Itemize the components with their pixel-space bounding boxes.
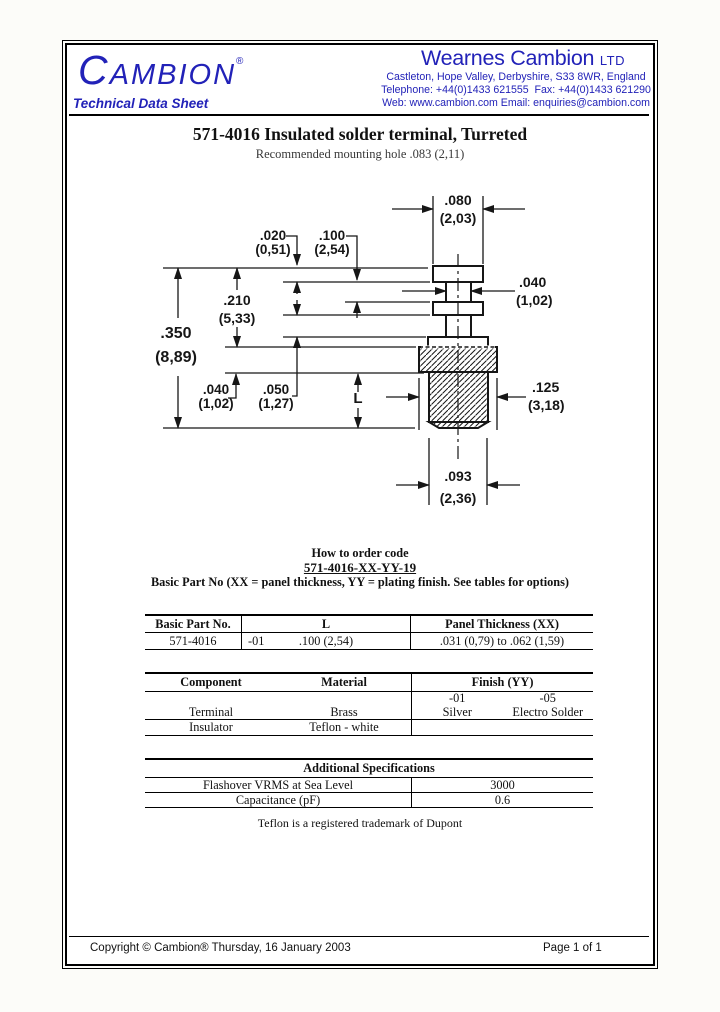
dim-length-label: L <box>353 390 362 407</box>
materials-header-finish: Finish (YY) <box>411 674 593 691</box>
registered-trademark-icon: ® <box>236 56 244 67</box>
material-brass: Brass <box>330 704 358 719</box>
dim-210-mm-label: (5,33) <box>219 310 256 326</box>
finish-electro-solder: Electro Solder <box>512 704 584 719</box>
dim-100-in-label: .100 <box>319 228 345 243</box>
l-dimension-cell: -01 .100 (2,54) <box>241 633 410 649</box>
company-name-line: Wearnes Cambion LTD <box>394 46 652 71</box>
part-table: Basic Part No. L Panel Thickness (XX) 57… <box>145 614 593 650</box>
l-code: -01 <box>248 633 265 648</box>
specs-title: Additional Specifications <box>303 761 435 775</box>
footer-divider <box>69 936 649 937</box>
capacitance-value: 0.6 <box>411 793 593 807</box>
finish-names-cell: Silver Electro Solder <box>411 705 593 719</box>
technical-drawing: .350 (8,89) .210 (5,33) .020 (0,51) .100… <box>155 192 565 506</box>
finish-codes-cell: -01 -05 <box>411 691 593 705</box>
page-border-inner <box>65 43 655 966</box>
dim-040-left-in-label: .040 <box>203 382 229 397</box>
materials-header-row: Component Material Finish (YY) <box>145 674 593 692</box>
footer-page-number: Page 1 of 1 <box>543 942 602 954</box>
trademark-note: Teflon is a registered trademark of Dupo… <box>257 816 463 830</box>
materials-table: Component Material Finish (YY) -01 -05 T… <box>145 672 593 736</box>
materials-header-component: Component <box>180 675 242 689</box>
finish-silver: Silver <box>442 704 472 719</box>
company-suffix: LTD <box>599 53 625 68</box>
component-insulator: Insulator <box>189 720 233 734</box>
logo-letter: C <box>78 47 110 93</box>
finish-code-01: -01 <box>449 691 466 705</box>
dim-050-mm-label: (1,27) <box>258 396 293 411</box>
page-border-outer <box>62 40 658 969</box>
dim-350-mm-label: (8,89) <box>155 349 197 366</box>
tagline: Technical Data Sheet <box>73 96 209 111</box>
dim-040-left-mm-label: (1,02) <box>198 396 233 411</box>
terminal-row: Terminal Brass Silver Electro Solder <box>145 705 593 720</box>
dim-093-in-label: .093 <box>444 468 471 484</box>
company-web: Web: www.cambion.com Email: enquiries@ca… <box>382 97 650 109</box>
part-table-header-panel-thickness: Panel Thickness (XX) <box>410 616 593 632</box>
company-name: Wearnes Cambion <box>421 46 595 70</box>
part-table-row: 571-4016 -01 .100 (2,54) .031 (0,79) to … <box>145 633 593 650</box>
panel-thickness-cell: .031 (0,79) to .062 (1,59) <box>410 633 593 649</box>
dim-040-right-in-label: .040 <box>519 274 546 290</box>
cambion-logo: CAMBION <box>78 50 236 92</box>
dim-050-in-label: .050 <box>263 382 289 397</box>
flashover-row: Flashover VRMS at Sea Level 3000 <box>145 778 593 793</box>
order-code: 571-4016-XX-YY-19 <box>303 560 417 575</box>
doc-title: 571-4016 Insulated solder terminal, Turr… <box>192 124 528 144</box>
part-table-header-basic-part: Basic Part No. <box>155 616 231 631</box>
dim-125-in-label: .125 <box>532 379 559 395</box>
insulator-row: Insulator Teflon - white <box>145 720 593 736</box>
dim-020-in-label: .020 <box>260 228 286 243</box>
finish-code-05: -05 <box>539 691 556 705</box>
dim-210-in-label: .210 <box>223 292 250 308</box>
company-header-block: Wearnes Cambion LTD Castleton, Hope Vall… <box>380 46 652 110</box>
flashover-label: Flashover VRMS at Sea Level <box>202 777 354 792</box>
empty-cell <box>411 720 593 735</box>
order-note: Basic Part No (XX = panel thickness, YY … <box>150 575 569 589</box>
doc-subtitle: Recommended mounting hole .083 (2,11) <box>255 147 465 161</box>
component-terminal: Terminal <box>188 704 234 719</box>
header-divider <box>69 114 649 116</box>
dim-093-mm-label: (2,36) <box>440 490 477 506</box>
dim-080-in-label: .080 <box>444 192 471 208</box>
part-number-cell: 571-4016 <box>169 633 217 648</box>
company-address: Castleton, Hope Valley, Derbyshire, S33 … <box>386 71 646 83</box>
materials-header-material: Material <box>321 675 367 689</box>
dim-350-in-label: .350 <box>160 325 191 342</box>
order-heading: How to order code <box>311 546 409 560</box>
flashover-value: 3000 <box>411 778 593 792</box>
dim-020-mm-label: (0,51) <box>255 242 290 257</box>
material-teflon: Teflon - white <box>309 720 379 734</box>
part-table-header-row: Basic Part No. L Panel Thickness (XX) <box>145 616 593 633</box>
dim-100-mm-label: (2,54) <box>314 242 349 257</box>
turret-neck-lower <box>445 315 472 337</box>
part-table-header-l: L <box>241 616 410 632</box>
footer-copyright: Copyright © Cambion® Thursday, 16 Januar… <box>90 942 351 954</box>
dim-080-mm-label: (2,03) <box>440 210 477 226</box>
order-code-line: 571-4016-XX-YY-19 <box>68 560 652 576</box>
specs-table: Additional Specifications Flashover VRMS… <box>145 758 593 808</box>
company-phone: Telephone: +44(0)1433 621555 Fax: +44(0)… <box>381 84 651 96</box>
capacitance-row: Capacitance (pF) 0.6 <box>145 793 593 808</box>
dimension-arrows <box>174 205 526 489</box>
specs-title-row: Additional Specifications <box>145 760 593 778</box>
capacitance-label: Capacitance (pF) <box>235 792 321 807</box>
finish-codes-row: -01 -05 <box>145 691 593 705</box>
l-value: .100 (2,54) <box>298 633 354 648</box>
dim-125-mm-label: (3,18) <box>528 397 565 413</box>
empty-cell <box>145 692 277 705</box>
empty-cell <box>277 692 411 705</box>
logo-text: AMBION <box>109 59 237 91</box>
dim-040-right-mm-label: (1,02) <box>516 292 553 308</box>
